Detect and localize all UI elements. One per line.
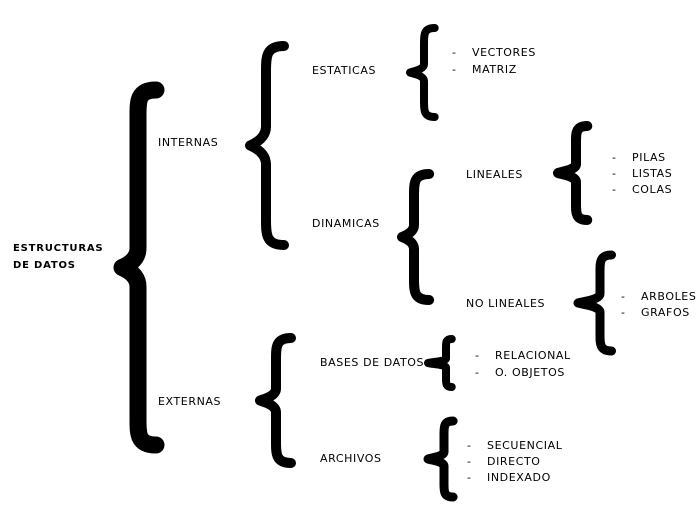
label-archivos: ARCHIVOS — [320, 452, 382, 465]
bullet-dash: - — [621, 306, 626, 319]
brace-dinamicas — [397, 169, 435, 305]
brace-no-lineales — [573, 250, 617, 356]
root-line-2: DE DATOS — [13, 260, 76, 271]
list-item-secuencial: -SECUENCIAL — [467, 439, 563, 452]
label-externas: EXTERNAS — [158, 395, 222, 408]
bullet-dash: - — [612, 183, 617, 196]
list-item-grafos: -GRAFOS — [621, 306, 690, 319]
brace-lineales — [553, 121, 593, 225]
list-item-pilas: -PILAS — [612, 151, 666, 164]
root-line-1: ESTRUCTURAS — [13, 243, 104, 254]
bullet-dash: - — [452, 46, 457, 59]
label-estaticas: ESTATICAS — [312, 64, 377, 77]
bullet-dash: - — [467, 455, 472, 468]
list-item-o-objetos: -O. OBJETOS — [475, 366, 565, 379]
bullet-dash: - — [621, 290, 626, 303]
bullet-dash: - — [612, 167, 617, 180]
brace-bases-de-datos — [424, 335, 456, 391]
bullet-dash: - — [475, 366, 480, 379]
brace-internas — [245, 41, 289, 250]
list-item-directo: -DIRECTO — [467, 455, 541, 468]
list-item-matriz: -MATRIZ — [452, 63, 517, 76]
bullet-dash: - — [452, 63, 457, 76]
list-item-colas: -COLAS — [612, 183, 673, 196]
list-item-arboles: -ARBOLES — [621, 290, 697, 303]
list-item-relacional: -RELACIONAL — [475, 349, 571, 362]
brace-root — [113, 81, 165, 454]
bullet-dash: - — [612, 151, 617, 164]
label-no-lineales: NO LINEALES — [466, 297, 546, 310]
root-label: ESTRUCTURAS DE DATOS — [13, 240, 103, 274]
bullet-dash: - — [467, 439, 472, 452]
label-lineales: LINEALES — [466, 168, 523, 181]
list-item-listas: -LISTAS — [612, 167, 673, 180]
label-internas: INTERNAS — [158, 136, 219, 149]
brace-archivos — [423, 416, 458, 502]
brace-externas — [255, 333, 296, 468]
brace-estaticas — [406, 24, 439, 121]
bullet-dash: - — [467, 471, 472, 484]
list-item-indexado: -INDEXADO — [467, 471, 551, 484]
bullet-dash: - — [475, 349, 480, 362]
label-dinamicas: DINAMICAS — [312, 217, 380, 230]
list-item-vectores: -VECTORES — [452, 46, 536, 59]
label-bases-de-datos: BASES DE DATOS — [320, 356, 425, 369]
